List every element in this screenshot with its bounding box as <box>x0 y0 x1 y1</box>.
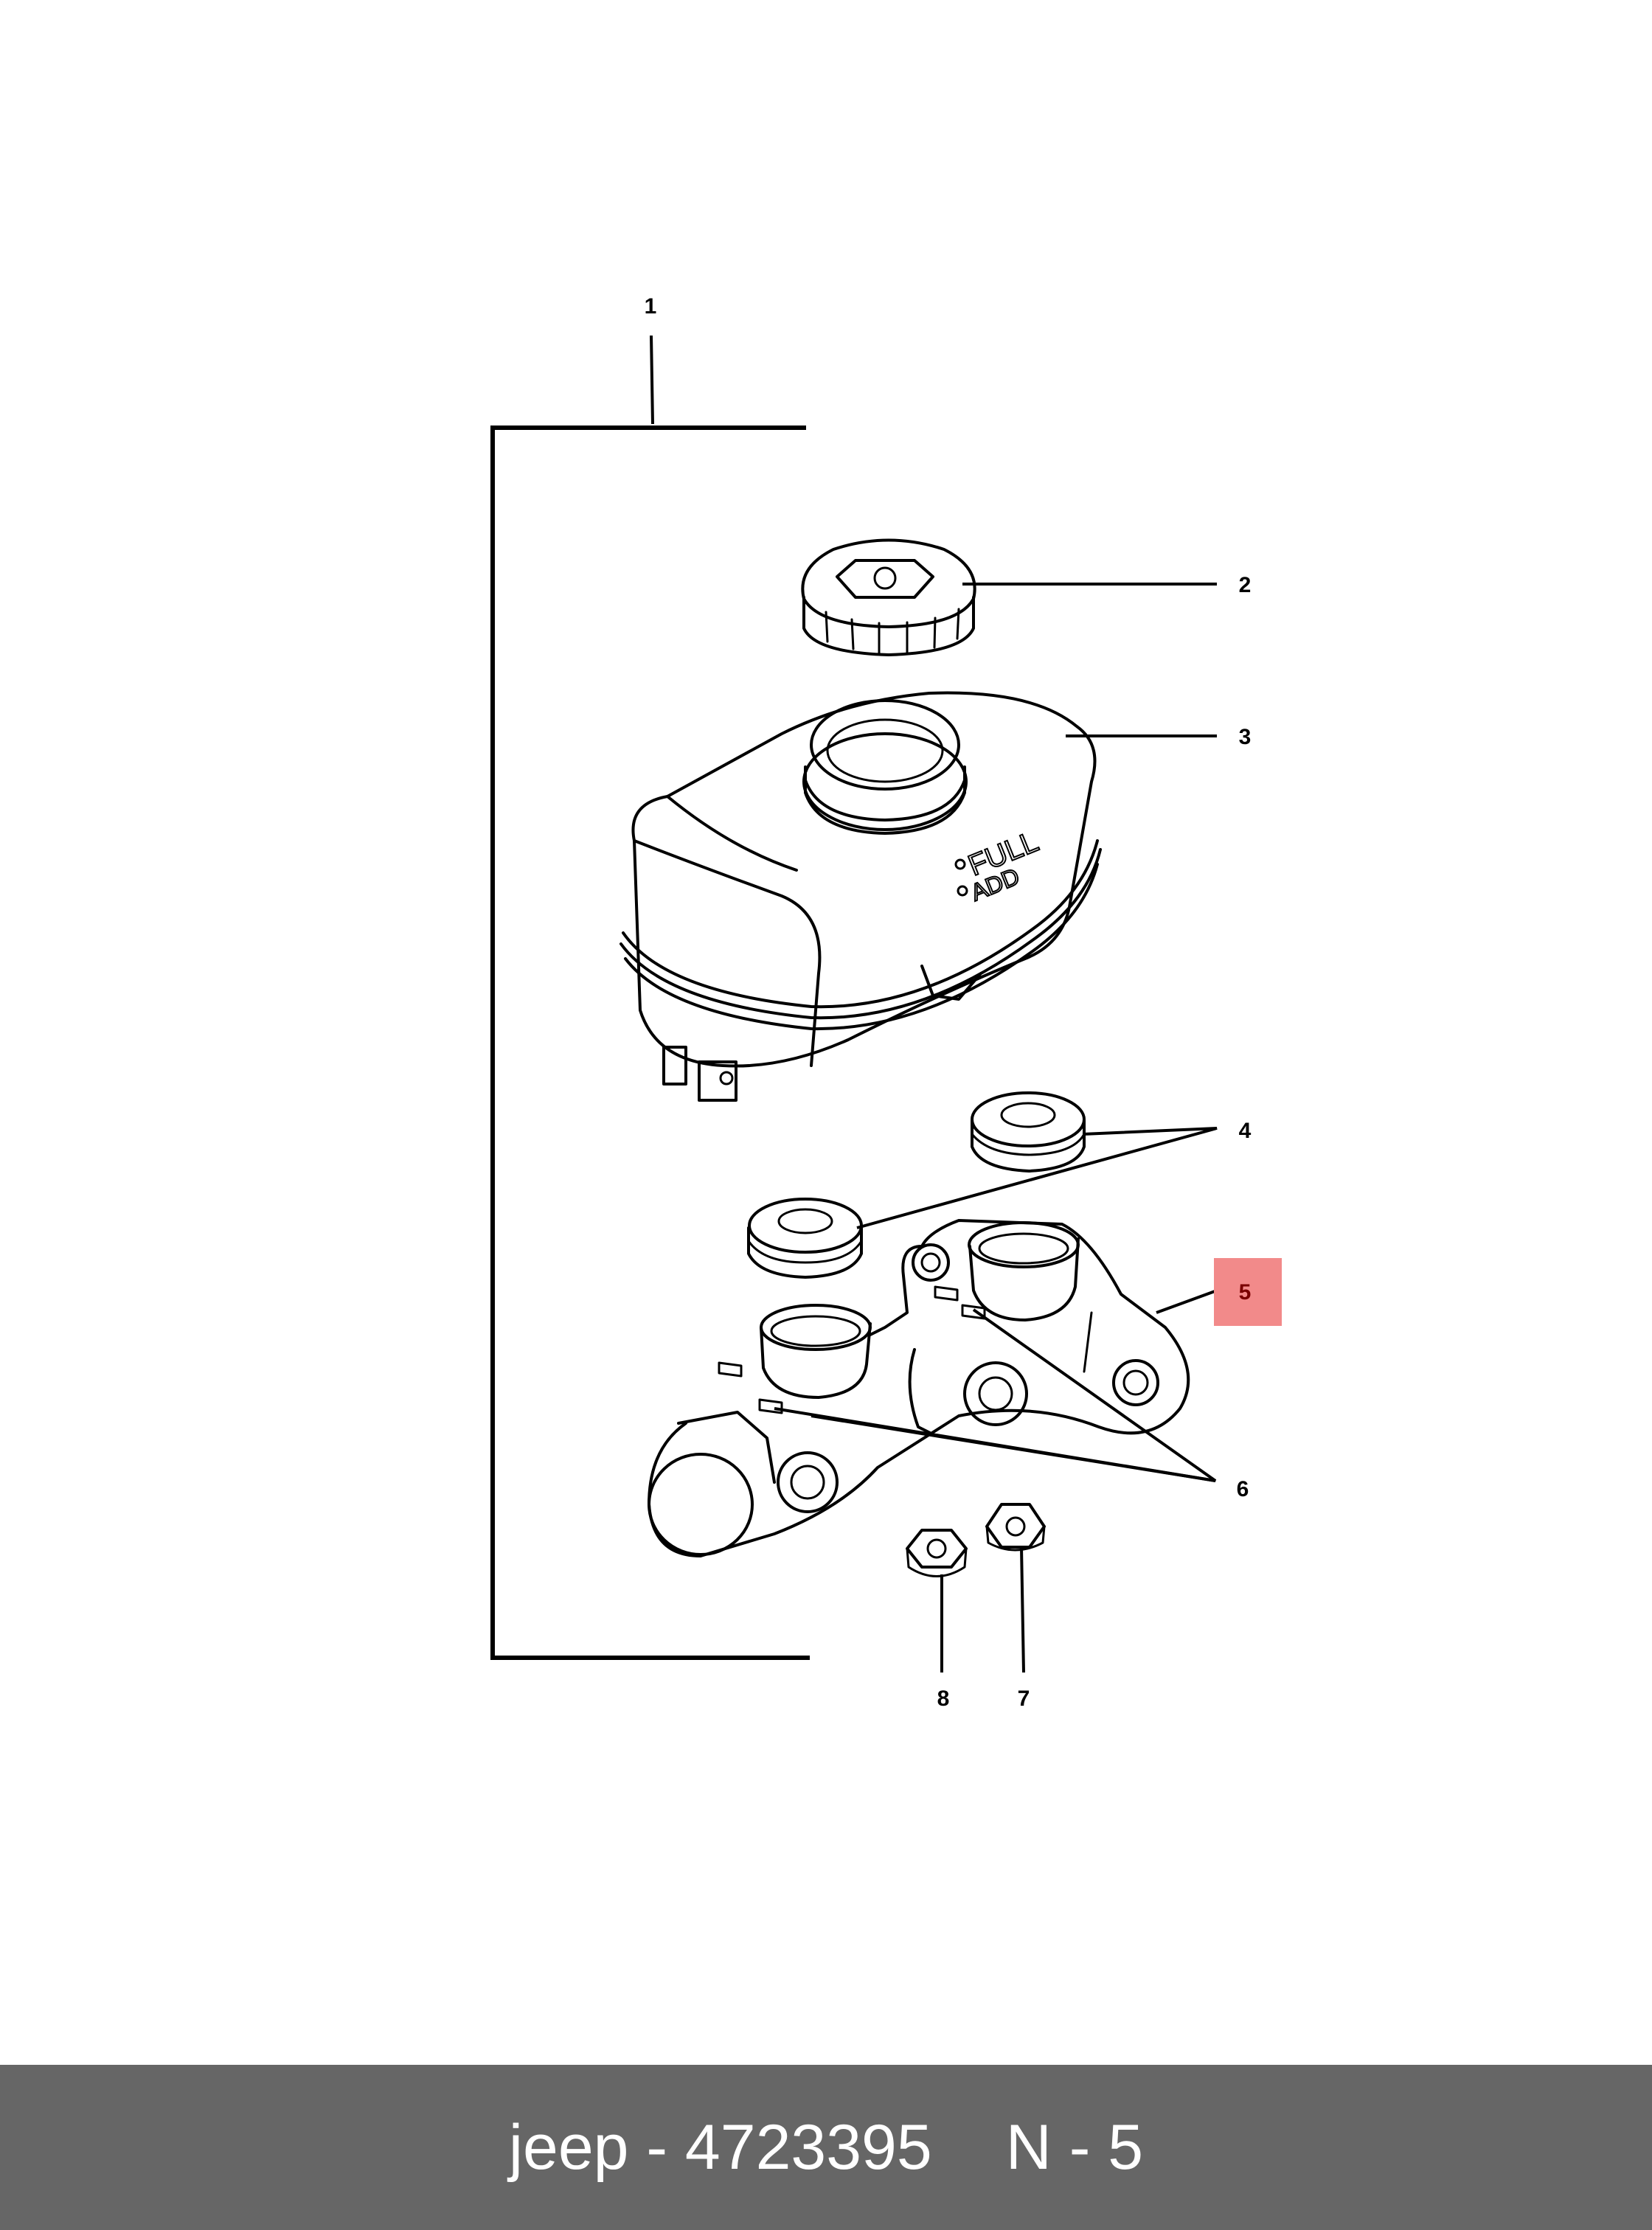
parts-diagram: FULL ADD <box>490 294 1282 1711</box>
reservoir-cap <box>801 538 1217 656</box>
grommet-lower <box>747 1198 863 1279</box>
footer-bar: jeep - 4723395 N - 5 <box>0 2065 1652 2230</box>
callout-2-label[interactable]: 2 <box>1239 573 1252 597</box>
callout-8-label[interactable]: 8 <box>937 1687 950 1711</box>
assembly-bracket <box>490 335 810 1660</box>
callout-1-label[interactable]: 1 <box>645 294 657 319</box>
hex-nut <box>985 1503 1046 1673</box>
callout-6-label[interactable]: 6 <box>1237 1477 1249 1501</box>
callout-4-label[interactable]: 4 <box>1239 1119 1252 1143</box>
callout-5-label[interactable]: 5 <box>1239 1280 1252 1305</box>
callout-3-label[interactable]: 3 <box>1239 725 1252 749</box>
flange-nut <box>906 1529 968 1672</box>
fluid-reservoir: FULL ADD <box>620 691 1217 1102</box>
footer-part-text: jeep - 4723395 <box>508 2111 932 2183</box>
callout-5-highlight <box>1214 1258 1282 1326</box>
master-cylinder-body <box>648 1219 1218 1557</box>
callout-7-label[interactable]: 7 <box>1018 1687 1030 1711</box>
grommet-upper <box>971 1091 1086 1173</box>
footer-ref-text: N - 5 <box>1005 2111 1144 2183</box>
